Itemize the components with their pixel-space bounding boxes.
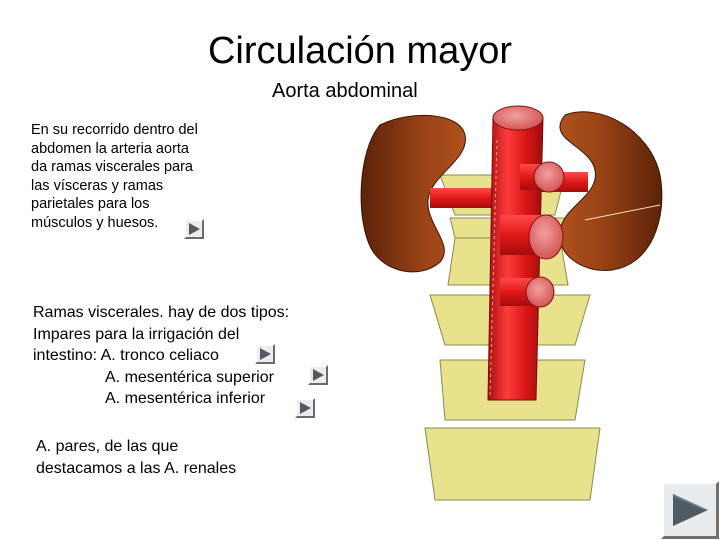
intro-line: las vísceras y ramas	[31, 177, 164, 194]
ramas-line: A. mesentérica inferior	[105, 390, 266, 407]
aorta-dashed-line	[489, 139, 498, 396]
play-triangle-icon	[189, 223, 200, 235]
play-button-intro[interactable]	[184, 219, 204, 239]
left-renal-artery	[430, 188, 500, 208]
play-triangle-icon	[313, 369, 324, 381]
tronco-celiaco-branch	[520, 161, 565, 193]
intro-line: En su recorrido dentro del	[31, 122, 198, 138]
play-triangle-icon	[260, 348, 271, 360]
aorta-top-cap	[492, 105, 544, 131]
ramas-line: A. mesentérica superior	[105, 368, 274, 386]
mesenterica-inferior-branch	[500, 276, 555, 308]
intro-line: abdomen la arteria aorta	[31, 140, 189, 157]
pares-line: A. pares, de las que	[36, 438, 179, 455]
aorta-illustration	[360, 105, 663, 501]
kidney-pointer-line	[584, 204, 661, 221]
intro-line: parietales para los	[31, 196, 150, 213]
play-button-tronco-celiaco[interactable]	[255, 344, 275, 364]
slide-title: Circulación mayor	[207, 30, 513, 72]
ramas-viscerales-text: Ramas viscerales. hay de dos tipos: Impa…	[33, 302, 289, 410]
left-kidney	[360, 114, 466, 273]
mesenterica-superior-branch	[500, 214, 564, 260]
ramas-line: Impares para la irrigación del	[33, 325, 240, 343]
play-button-mesenterica-superior[interactable]	[308, 365, 328, 385]
right-kidney	[559, 111, 663, 272]
ramas-line: Ramas viscerales. hay de dos tipos:	[33, 304, 290, 321]
ramas-line: intestino: A. tronco celiaco	[33, 347, 219, 364]
play-button-mesenterica-inferior[interactable]	[295, 398, 315, 418]
slide-subtitle: Aorta abdominal	[272, 80, 418, 102]
intro-line: da ramas viscerales para	[31, 159, 193, 176]
next-arrow-icon	[673, 494, 708, 526]
vertebra	[424, 427, 601, 501]
arterias-pares-text: A. pares, de las que destacamos a las A.…	[36, 436, 236, 479]
next-slide-button[interactable]	[661, 481, 719, 539]
intro-paragraph: En su recorrido dentro del abdomen la ar…	[31, 121, 231, 233]
pares-line: destacamos a las A. renales	[36, 459, 237, 477]
play-triangle-icon	[300, 402, 311, 414]
intro-line: músculos y huesos.	[31, 214, 159, 231]
